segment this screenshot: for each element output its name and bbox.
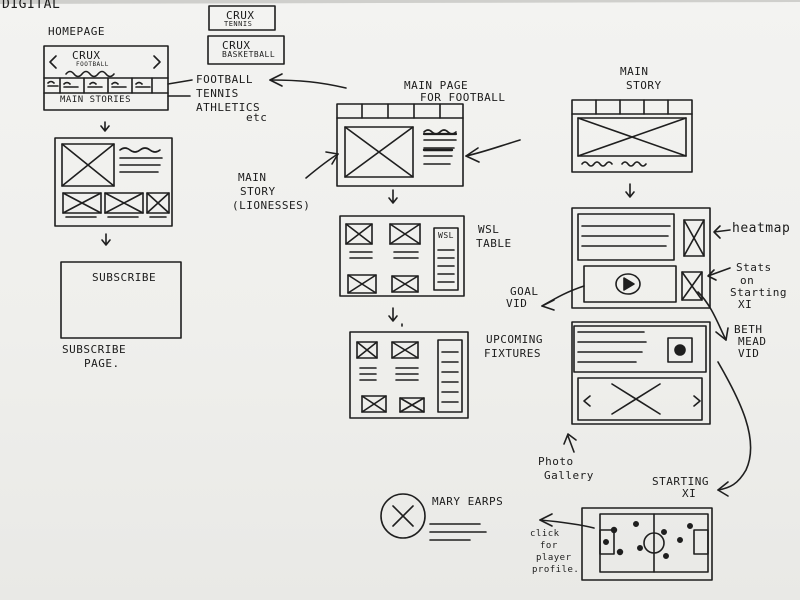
crux-tennis-sub: TENNIS bbox=[224, 20, 253, 28]
crux-basketball-label: CRUX bbox=[222, 39, 251, 52]
upcoming-fixtures-wireframe bbox=[349, 331, 469, 419]
wsl-label-1: WSL bbox=[478, 223, 500, 236]
stats-label-3: Starting bbox=[730, 286, 787, 299]
homepage-wireframe bbox=[43, 45, 169, 111]
crux-basketball-sub: BASKETBALL bbox=[222, 50, 276, 59]
sport-etc: etc bbox=[246, 111, 268, 124]
beth-mead-label-1: BETH bbox=[734, 323, 763, 336]
click-label-1: click bbox=[530, 529, 560, 539]
mary-earps-label: MARY EARPS bbox=[432, 495, 504, 508]
heatmap-page-wireframe bbox=[571, 207, 711, 309]
video-thumb-icon bbox=[674, 344, 686, 356]
main-story-right-1: MAIN bbox=[620, 65, 649, 78]
player-profile-wireframe bbox=[380, 493, 487, 541]
upcoming-label-1: UPCOMING bbox=[486, 333, 543, 346]
sport-tennis: TENNIS bbox=[196, 87, 239, 100]
upcoming-label-2: FIXTURES bbox=[484, 347, 541, 360]
starting-xi-label-2: XI bbox=[682, 487, 697, 500]
stats-label-1: Stats bbox=[736, 261, 772, 274]
click-label-2: for bbox=[540, 541, 558, 551]
main-story-left-3: (LIONESSES) bbox=[232, 199, 311, 212]
homepage-heading: HOMEPAGE bbox=[48, 25, 105, 38]
heatmap-label: heatmap bbox=[732, 221, 791, 236]
chevron-left-icon bbox=[49, 55, 57, 69]
main-story-right-2: STORY bbox=[626, 79, 662, 92]
stats-label-4: XI bbox=[738, 298, 753, 311]
subscribe-page-label-1: SUBSCRIBE bbox=[62, 343, 127, 356]
crux-tennis-box bbox=[208, 5, 276, 31]
starting-xi-pitch bbox=[581, 507, 713, 581]
click-label-4: profile. bbox=[532, 565, 580, 575]
goal-vid-label-1: GOAL bbox=[510, 285, 539, 298]
main-story-left-2: STORY bbox=[240, 185, 276, 198]
main-page-label-1: MAIN PAGE bbox=[404, 79, 469, 92]
crux-tennis-label: CRUX bbox=[226, 9, 255, 22]
sport-athletics: ATHLETICS bbox=[196, 101, 261, 114]
main-stories-label: MAIN STORIES bbox=[60, 95, 132, 105]
homepage-content-wireframe bbox=[54, 137, 173, 227]
crux-basketball-box bbox=[207, 35, 285, 65]
chevron-right-icon bbox=[693, 395, 701, 407]
crux-football-label: CRUX bbox=[72, 49, 101, 62]
wsl-label-2: TABLE bbox=[476, 237, 512, 250]
chevron-left-icon bbox=[583, 395, 591, 407]
subscribe-page-box bbox=[60, 261, 182, 339]
goal-vid-label-2: VID bbox=[506, 297, 528, 310]
wsl-box-label: WSL bbox=[438, 231, 454, 240]
starting-xi-label-1: STARTING bbox=[652, 475, 709, 488]
subscribe-title: SUBSCRIBE bbox=[92, 271, 157, 284]
paper-edge-shadow bbox=[0, 0, 800, 4]
sport-football: FOOTBALL bbox=[196, 73, 253, 86]
click-label-3: player bbox=[536, 553, 572, 563]
chevron-right-icon bbox=[153, 55, 161, 69]
photo-gallery-label-1: Photo bbox=[538, 455, 574, 468]
wsl-table-wireframe bbox=[339, 215, 465, 297]
crux-football-sub: FOOTBALL bbox=[76, 61, 109, 68]
main-story-left-1: MAIN bbox=[238, 171, 267, 184]
subscribe-page-label-2: PAGE. bbox=[84, 357, 120, 370]
stats-label-2: on bbox=[740, 274, 755, 287]
beth-mead-label-2: MEAD bbox=[738, 335, 767, 348]
digital-heading: DIGITAL bbox=[2, 0, 61, 12]
main-page-wireframe bbox=[336, 103, 464, 187]
beth-mead-label-3: VID bbox=[738, 347, 760, 360]
photo-gallery-label-2: Gallery bbox=[544, 469, 594, 482]
play-icon bbox=[623, 277, 635, 291]
main-story-wireframe bbox=[571, 99, 693, 173]
main-page-label-2: FOR FOOTBALL bbox=[420, 91, 506, 104]
photo-gallery-wireframe bbox=[571, 321, 711, 425]
